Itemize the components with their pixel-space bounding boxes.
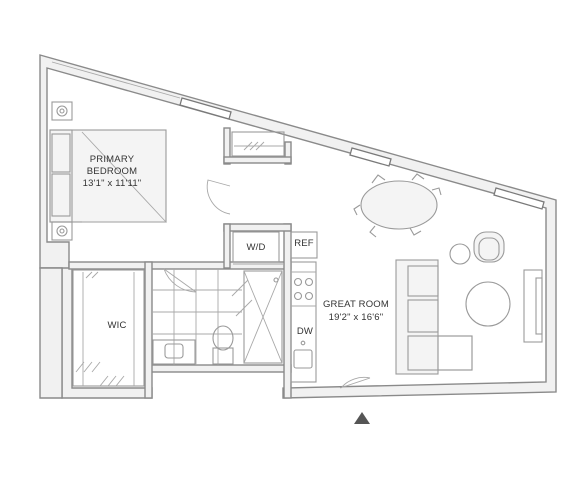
dw-label: DW	[297, 326, 313, 337]
great-room-dims: 19'2" x 16'6"	[329, 312, 384, 323]
sofa	[395, 259, 473, 375]
bedroom-dims: 13'1" x 11'11"	[83, 178, 142, 189]
nightstand	[51, 101, 73, 241]
toilet	[212, 325, 234, 365]
washer-dryer	[232, 231, 285, 265]
media-console	[523, 269, 543, 343]
interior-walls	[68, 127, 292, 399]
walk-in-closet-shelving	[72, 269, 145, 387]
window-strip	[51, 61, 545, 210]
great-room-label: GREAT ROOM	[323, 299, 389, 310]
triangle-up-icon	[354, 412, 370, 424]
exterior-wall	[39, 54, 557, 399]
refrigerator	[290, 231, 318, 259]
doors	[163, 179, 371, 389]
bedroom-label-line1: PRIMARY	[90, 154, 135, 165]
coffee-table	[465, 281, 511, 327]
wd-label: W/D	[246, 242, 265, 253]
vanity-sink	[152, 339, 196, 365]
kitchen-counter	[290, 261, 317, 383]
bed	[49, 129, 168, 223]
kitchen-sink	[293, 349, 313, 369]
shower	[243, 270, 283, 364]
closet	[231, 131, 285, 157]
side-table	[449, 243, 471, 265]
dining-table	[353, 173, 442, 238]
bedroom-label-line2: BEDROOM	[87, 166, 138, 177]
cooktop	[293, 277, 314, 301]
armchair	[473, 231, 505, 263]
wic-label: WIC	[107, 320, 126, 331]
bathroom	[152, 269, 283, 365]
ref-label: REF	[294, 238, 314, 249]
exterior-wall-lower	[39, 267, 63, 399]
